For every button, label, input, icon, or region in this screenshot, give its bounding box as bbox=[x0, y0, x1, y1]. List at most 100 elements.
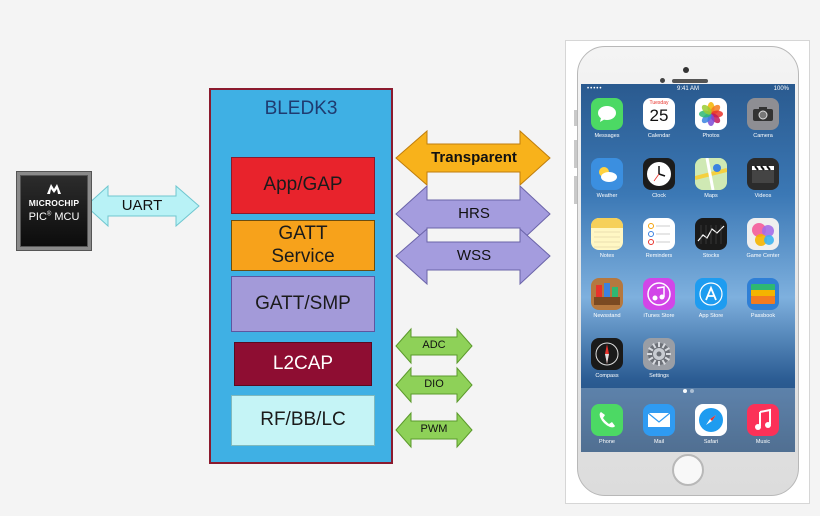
app-camera[interactable]: Camera bbox=[741, 98, 785, 148]
notes-icon bbox=[591, 218, 623, 250]
home-button[interactable] bbox=[672, 454, 704, 486]
page-dots bbox=[581, 380, 795, 398]
app-label: Messages bbox=[594, 133, 620, 139]
calendar-date: 25 bbox=[649, 106, 669, 125]
app-label: Game Center bbox=[746, 253, 780, 259]
reminders-icon bbox=[643, 218, 675, 250]
app-messages[interactable]: Messages bbox=[585, 98, 629, 148]
dio-arrow bbox=[395, 366, 473, 404]
app-label: Clock bbox=[652, 193, 666, 199]
layer-l2cap: L2CAP bbox=[234, 342, 372, 386]
signal-indicator: ••••• bbox=[587, 86, 603, 92]
volume-up-button bbox=[574, 140, 577, 168]
proximity-sensor bbox=[660, 78, 665, 83]
phone-icon bbox=[591, 404, 623, 436]
music-icon bbox=[747, 404, 779, 436]
calendar-day: Tuesday bbox=[649, 100, 669, 106]
app-label: iTunes Store bbox=[643, 313, 675, 319]
layer-app-gap: App/GAP bbox=[231, 157, 375, 214]
app-label: Phone bbox=[599, 439, 615, 445]
stack-title: BLEDK3 bbox=[264, 98, 338, 119]
settings-icon bbox=[643, 338, 675, 370]
newsstand-icon bbox=[591, 278, 623, 310]
app-label: Mail bbox=[653, 439, 665, 445]
app-label: App Store bbox=[698, 313, 724, 319]
app-label: Calendar bbox=[647, 133, 671, 139]
mute-switch bbox=[574, 110, 577, 126]
app-label: Newsstand bbox=[593, 313, 621, 319]
videos-icon bbox=[747, 158, 779, 190]
weather-icon bbox=[591, 158, 623, 190]
adc-arrow bbox=[395, 327, 473, 365]
microchip-logo-icon bbox=[47, 184, 61, 194]
app-clock[interactable]: Clock bbox=[637, 158, 681, 208]
app-compass[interactable]: Compass bbox=[585, 338, 629, 388]
app-label: Passbook bbox=[750, 313, 776, 319]
mail-icon bbox=[643, 404, 675, 436]
app-game-center[interactable]: Game Center bbox=[741, 218, 785, 268]
passbook-icon bbox=[747, 278, 779, 310]
stocks-icon bbox=[695, 218, 727, 250]
app-maps[interactable]: Maps bbox=[689, 158, 733, 208]
app-reminders[interactable]: Reminders bbox=[637, 218, 681, 268]
uart-arrow bbox=[85, 184, 200, 228]
dio-label: DIO bbox=[424, 378, 444, 390]
status-bar: ••••• 9:41 AM 100% bbox=[581, 85, 795, 94]
maps-icon bbox=[695, 158, 727, 190]
messages-icon bbox=[591, 98, 623, 130]
app-label: Settings bbox=[649, 373, 669, 379]
pic-mcu-chip: MICROCHIP PIC® MCU bbox=[20, 175, 88, 247]
transparent-arrow bbox=[395, 129, 551, 187]
app-label: Photos bbox=[702, 133, 720, 139]
transparent-label: Transparent bbox=[431, 149, 517, 166]
photos-icon bbox=[695, 98, 727, 130]
battery-level: 100% bbox=[773, 86, 789, 92]
wss-arrow bbox=[395, 227, 551, 286]
chip-label: PIC® MCU bbox=[28, 211, 80, 223]
safari-icon bbox=[695, 404, 727, 436]
itunes-store-icon bbox=[643, 278, 675, 310]
app-app-store[interactable]: App Store bbox=[689, 278, 733, 328]
app-itunes-store[interactable]: iTunes Store bbox=[637, 278, 681, 328]
app-videos[interactable]: Videos bbox=[741, 158, 785, 208]
app-label: Stocks bbox=[702, 253, 720, 259]
volume-down-button bbox=[574, 176, 577, 204]
app-label: Maps bbox=[704, 193, 718, 199]
app-store-icon bbox=[695, 278, 727, 310]
app-label: Reminders bbox=[645, 253, 673, 259]
app-settings[interactable]: Settings bbox=[637, 338, 681, 388]
dock: Phone Mail Safari Music bbox=[581, 388, 795, 452]
app-notes[interactable]: Notes bbox=[585, 218, 629, 268]
app-weather[interactable]: Weather bbox=[585, 158, 629, 208]
chip-brand: MICROCHIP bbox=[28, 198, 80, 208]
app-passbook[interactable]: Passbook bbox=[741, 278, 785, 328]
app-label: Safari bbox=[703, 439, 719, 445]
status-time: 9:41 AM bbox=[676, 86, 699, 92]
layer-rf-bb-lc: RF/BB/LC bbox=[231, 395, 375, 446]
compass-icon bbox=[591, 338, 623, 370]
front-camera bbox=[683, 67, 689, 73]
app-mail[interactable]: Mail bbox=[637, 404, 681, 452]
pwm-arrow bbox=[395, 411, 473, 449]
app-label: Weather bbox=[596, 193, 618, 199]
layer-gatt-smp: GATT/SMP bbox=[231, 276, 375, 332]
app-safari[interactable]: Safari bbox=[689, 404, 733, 452]
app-phone[interactable]: Phone bbox=[585, 404, 629, 452]
app-label: Notes bbox=[599, 253, 615, 259]
camera-icon bbox=[747, 98, 779, 130]
app-stocks[interactable]: Stocks bbox=[689, 218, 733, 268]
app-music[interactable]: Music bbox=[741, 404, 785, 452]
app-label: Videos bbox=[754, 193, 772, 199]
hrs-label: HRS bbox=[458, 205, 490, 222]
earpiece-speaker bbox=[672, 79, 708, 83]
app-photos[interactable]: Photos bbox=[689, 98, 733, 148]
clock-icon bbox=[643, 158, 675, 190]
app-label: Camera bbox=[753, 133, 773, 139]
app-label: Music bbox=[755, 439, 771, 445]
app-newsstand[interactable]: Newsstand bbox=[585, 278, 629, 328]
